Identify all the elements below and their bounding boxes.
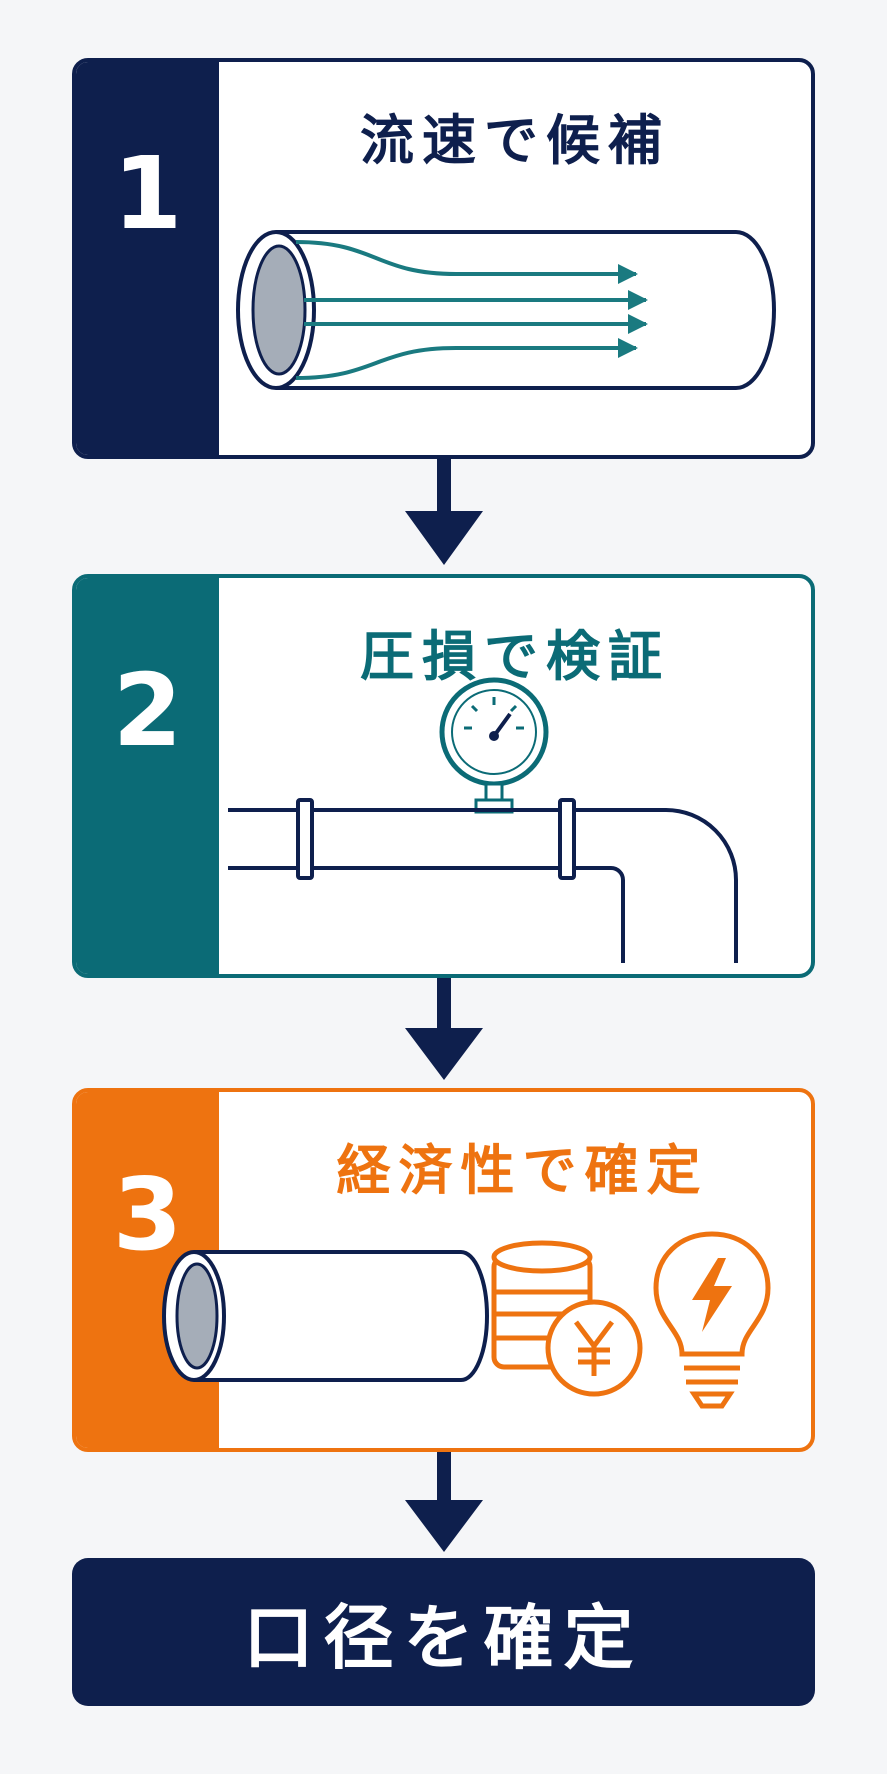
step-1-number: 1 (112, 134, 183, 252)
lightbulb-icon (653, 1231, 771, 1409)
step-2-title: 圧損で検証 (360, 625, 670, 688)
yen-coins-icon (491, 1240, 643, 1397)
pressure-gauge-pipe-icon (228, 677, 738, 963)
step-2-number: 2 (112, 652, 183, 769)
step-3-number: 3 (112, 1156, 183, 1273)
step-1-title: 流速で候補 (360, 109, 670, 172)
step-3-card: 3 経済性で確定 (72, 1088, 815, 1452)
pipe-icon (162, 1250, 489, 1382)
pipe-flow-icon (236, 230, 776, 390)
step-2-card: 2 圧損で検証 (72, 574, 815, 978)
down-arrow-icon (405, 978, 483, 1080)
step-2-number-panel: 2 (76, 578, 219, 974)
down-arrow-icon (405, 1452, 483, 1552)
result-banner: 口径を確定 (72, 1558, 815, 1706)
step-1-number-panel: 1 (76, 62, 219, 455)
step-3-title: 経済性で確定 (336, 1139, 709, 1202)
down-arrow-icon (405, 459, 483, 565)
result-label: 口径を確定 (243, 1596, 644, 1679)
step-1-card: 1 流速で候補 (72, 58, 815, 459)
